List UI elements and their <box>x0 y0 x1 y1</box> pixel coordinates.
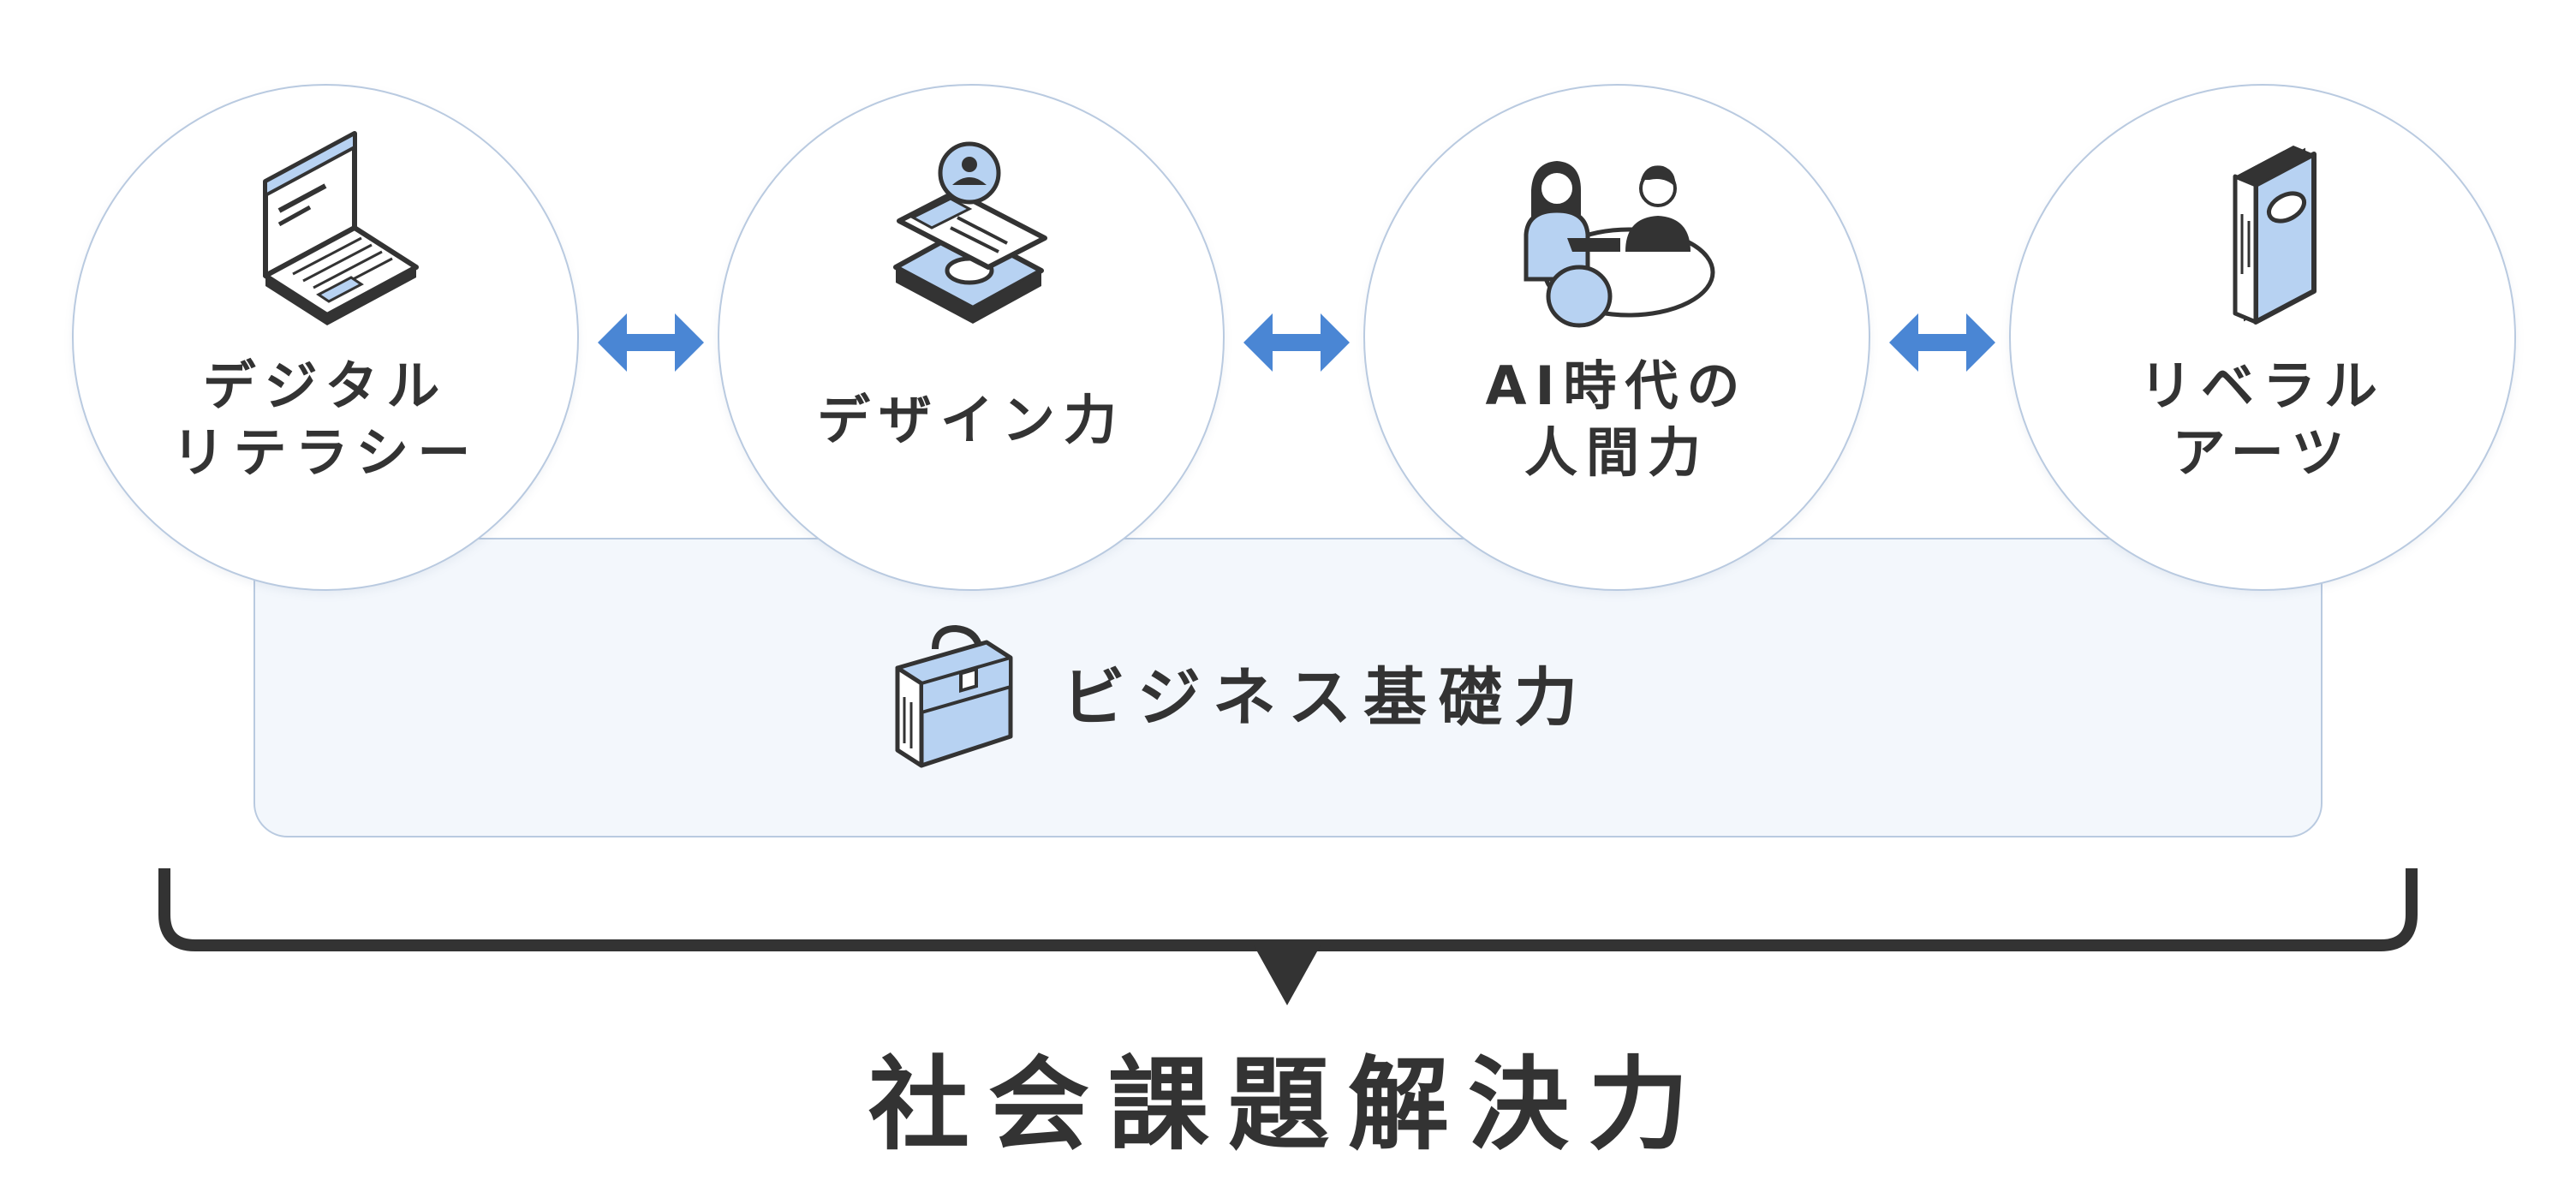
people-meeting-icon <box>1524 161 1715 328</box>
book-icon <box>2233 146 2317 325</box>
result-label: 社会課題解決力 <box>868 1046 1708 1164</box>
skill-label: リベラル アーツ <box>2138 355 2386 484</box>
skill-label: デジタル リテラシー <box>171 355 480 484</box>
skill-circle-digital-literacy: デジタル リテラシー <box>72 84 579 591</box>
skill-circle-liberal-arts: リベラル アーツ <box>2009 84 2516 591</box>
skill-label: デザイン力 <box>816 389 1125 451</box>
brace-connector <box>158 868 2418 1005</box>
smartphone-design-icon <box>893 141 1047 324</box>
skill-circle-design: デザイン力 <box>718 84 1225 591</box>
briefcase-icon <box>895 624 1013 768</box>
bidirectional-arrow-icon <box>1889 313 1995 372</box>
laptop-icon <box>263 131 419 325</box>
skill-label: AI時代の 人間力 <box>1485 355 1749 484</box>
business-foundation-panel <box>253 538 2323 837</box>
foundation-label: ビジネス基礎力 <box>1062 661 1589 735</box>
bidirectional-arrow-icon <box>598 313 704 372</box>
bidirectional-arrow-icon <box>1243 313 1350 372</box>
skill-circle-human-skills: AI時代の 人間力 <box>1363 84 1870 591</box>
